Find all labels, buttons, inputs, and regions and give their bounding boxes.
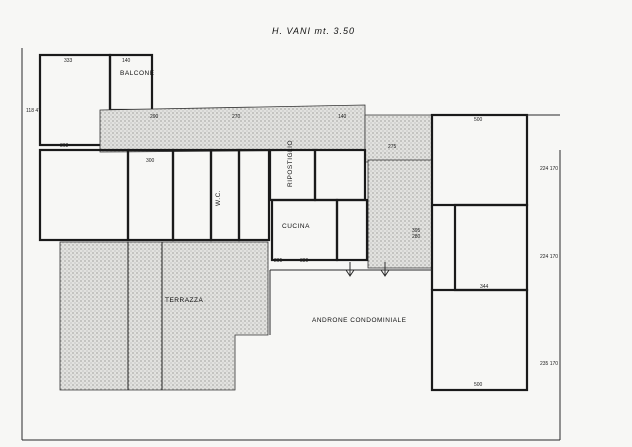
plan-title: H. VANI mt. 3.50 — [272, 26, 355, 36]
label-ripostiglio: RIPOSTIGLIO — [287, 140, 294, 187]
dim-333: 333 — [64, 58, 73, 64]
dim-295: 295 — [274, 258, 283, 264]
label-androne: ANDRONE CONDOMINIALE — [312, 317, 407, 324]
room-cucina-side — [335, 198, 369, 262]
corridor-hatched — [99, 104, 366, 153]
label-wc: W.C. — [215, 190, 222, 206]
dim-290: 290 — [150, 114, 159, 120]
dim-270: 270 — [232, 114, 241, 120]
dim-140b: 140 — [338, 114, 347, 120]
dim-395: 395 — [412, 228, 421, 234]
dim-300: 300 — [146, 158, 155, 164]
dim-118-47: 118 47 — [26, 108, 41, 114]
room-right-mid — [453, 203, 529, 292]
room-cucina — [270, 198, 339, 262]
room-upper-left — [38, 53, 112, 147]
dim-344: 344 — [480, 284, 489, 290]
corridor-right-hatched — [364, 114, 433, 163]
dim-280: 280 — [412, 234, 421, 240]
room-right-bottom — [430, 288, 529, 392]
label-cucina: CUCINA — [282, 223, 310, 230]
label-balcone: BALCONE — [120, 70, 155, 77]
dim-275: 275 — [388, 144, 397, 150]
room-living — [38, 148, 130, 242]
dim-224-170: 224 170 — [540, 166, 558, 172]
dim-500-top: 500 — [474, 117, 483, 123]
terrace-hatched — [59, 241, 269, 391]
room-small — [237, 148, 271, 242]
room-bed-2 — [171, 148, 213, 242]
entry-arrow-2 — [380, 262, 390, 277]
room-right-top — [430, 113, 529, 207]
dim-380: 380 — [300, 258, 309, 264]
dim-224-170b: 224 170 — [540, 254, 558, 260]
stair-hatched — [367, 159, 433, 269]
room-balcone — [108, 53, 154, 112]
dim-500-bottom: 500 — [474, 382, 483, 388]
label-terrazza: TERRAZZA — [165, 297, 203, 304]
dim-235-170: 235 170 — [540, 361, 558, 367]
entry-arrow-1 — [345, 262, 355, 277]
dim-140: 140 — [122, 58, 131, 64]
room-small-2 — [313, 148, 367, 202]
dim-368: 368 — [60, 143, 69, 149]
